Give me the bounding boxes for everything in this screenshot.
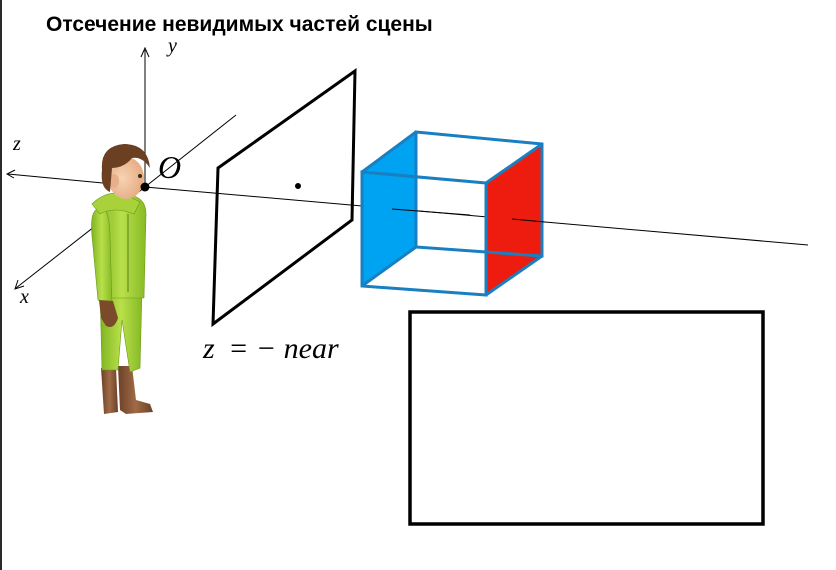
view-direction-line bbox=[144, 186, 809, 246]
z-axis-arrow-icon bbox=[5, 169, 16, 179]
cube-edge-top-right bbox=[485, 142, 543, 185]
character-figure bbox=[91, 144, 153, 414]
page-title: Отсечение невидимых частей сцены bbox=[46, 13, 433, 36]
arm bbox=[91, 207, 113, 305]
near-plane bbox=[211, 68, 357, 328]
cube-edge-bottom-right bbox=[485, 254, 543, 297]
z-axis-label: z bbox=[12, 133, 21, 155]
ear bbox=[109, 174, 119, 188]
hair bbox=[101, 144, 150, 192]
cube bbox=[360, 130, 546, 297]
eye bbox=[138, 174, 142, 178]
near-plane-label-rest: = − near bbox=[228, 332, 339, 365]
glove bbox=[99, 300, 118, 327]
x-axis-label: x bbox=[19, 286, 29, 308]
window-edge bbox=[0, 0, 2, 570]
origin-label: O bbox=[158, 149, 181, 185]
right-boot bbox=[118, 366, 153, 414]
x-axis-arrow-icon bbox=[14, 279, 25, 290]
cube-edge-top-left bbox=[361, 130, 417, 174]
cube-edge-bottom-left bbox=[361, 245, 417, 288]
y-axis-label: y bbox=[166, 35, 177, 57]
cube-view-ray-right bbox=[511, 218, 546, 223]
x-axis-extension bbox=[144, 114, 237, 188]
screen-rectangle bbox=[408, 310, 765, 526]
cube-left-face bbox=[362, 132, 416, 286]
near-plane-label-z: z bbox=[202, 332, 215, 365]
y-axis-arrow-icon bbox=[140, 46, 150, 58]
near-plane-center-point bbox=[295, 183, 301, 189]
cube-view-ray bbox=[391, 208, 471, 216]
left-boot bbox=[101, 368, 118, 414]
origin-point bbox=[140, 182, 150, 192]
near-plane-label: z = − near bbox=[202, 332, 339, 365]
